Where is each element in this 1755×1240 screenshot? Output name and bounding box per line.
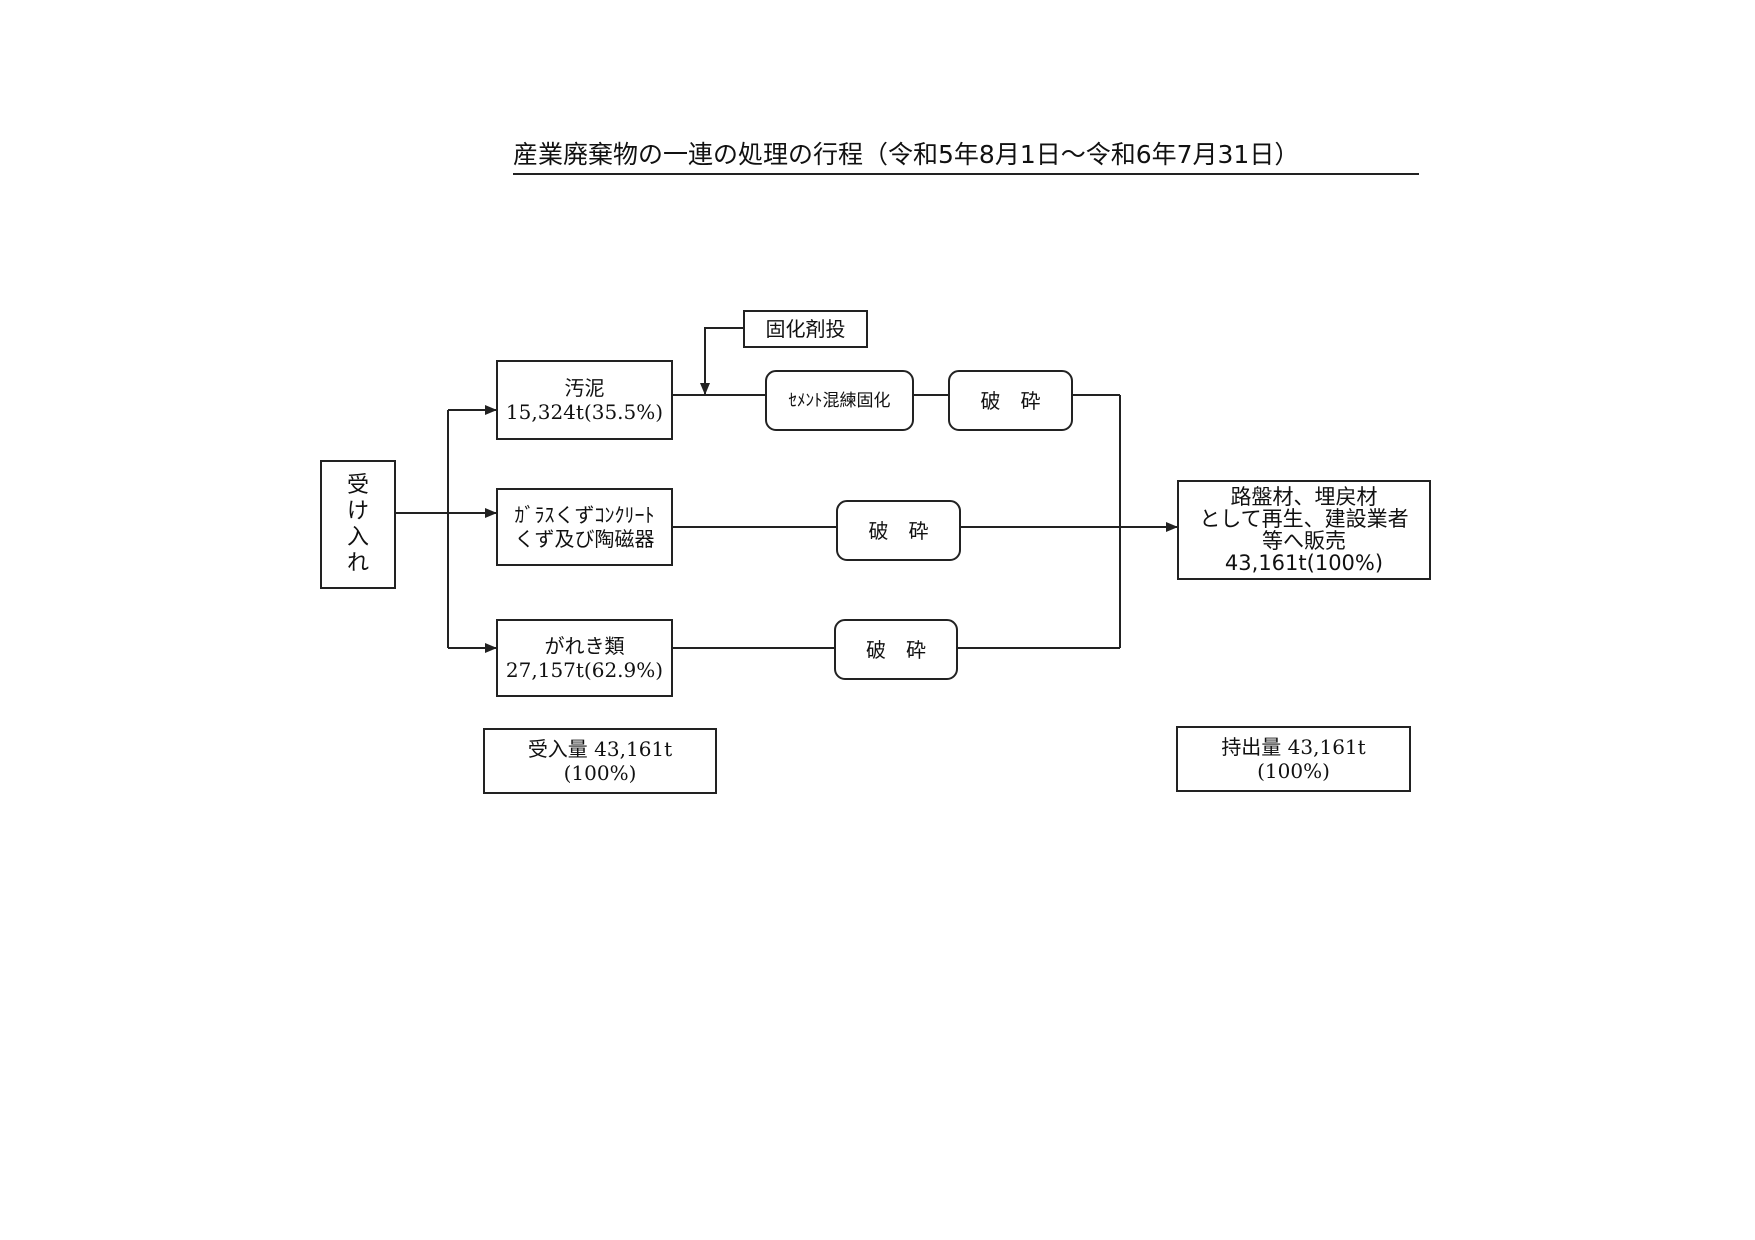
intake-label: 受け入れ	[346, 472, 369, 576]
solidifier-arrow	[700, 327, 743, 395]
received-total-label: 受入量 43,161t	[527, 737, 673, 761]
sludge-name: 汚泥	[564, 376, 605, 400]
glass-line1: ｶﾞﾗｽくずｺﾝｸﾘｰﾄ	[514, 503, 655, 527]
output-line2: として再生、建設業者	[1199, 507, 1409, 531]
solidifier-box: 固化剤投	[743, 310, 868, 348]
output-line4: 43,161t(100%)	[1224, 551, 1384, 575]
output-line3: 等へ販売	[1262, 529, 1346, 553]
crush-label-1: 破 砕	[980, 388, 1041, 413]
debris-box: がれき類 27,157t(62.9%)	[496, 619, 673, 697]
solidifier-label: 固化剤投	[765, 317, 846, 341]
crush-box-3: 破 砕	[834, 619, 958, 680]
glass-box: ｶﾞﾗｽくずｺﾝｸﾘｰﾄ くず及び陶磁器	[496, 488, 673, 566]
crush-label-2: 破 砕	[868, 518, 929, 543]
shipped-total-label: 持出量 43,161t	[1221, 735, 1366, 759]
page-title: 産業廃棄物の一連の処理の行程（令和5年8月1日～令和6年7月31日）	[513, 138, 1419, 175]
received-total-pct: (100%)	[563, 761, 637, 785]
output-line1: 路盤材、埋戻材	[1230, 485, 1378, 509]
intake-box: 受け入れ	[320, 460, 396, 589]
sludge-amount: 15,324t(35.5%)	[505, 400, 664, 424]
shipped-total-pct: (100%)	[1257, 759, 1330, 783]
crush-label-3: 破 砕	[866, 637, 926, 662]
crush-box-2: 破 砕	[836, 500, 961, 561]
debris-name: がれき類	[544, 634, 625, 658]
sludge-box: 汚泥 15,324t(35.5%)	[496, 360, 673, 440]
cement-label: ｾﾒﾝﾄ混練固化	[788, 390, 891, 411]
debris-amount: 27,157t(62.9%)	[505, 658, 664, 682]
glass-line2: くず及び陶磁器	[514, 527, 655, 551]
received-total-box: 受入量 43,161t (100%)	[483, 728, 717, 794]
output-box: 路盤材、埋戻材 として再生、建設業者 等へ販売 43,161t(100%)	[1177, 480, 1431, 580]
shipped-total-box: 持出量 43,161t (100%)	[1176, 726, 1411, 792]
cement-box: ｾﾒﾝﾄ混練固化	[765, 370, 914, 431]
crush-box-1: 破 砕	[948, 370, 1073, 431]
